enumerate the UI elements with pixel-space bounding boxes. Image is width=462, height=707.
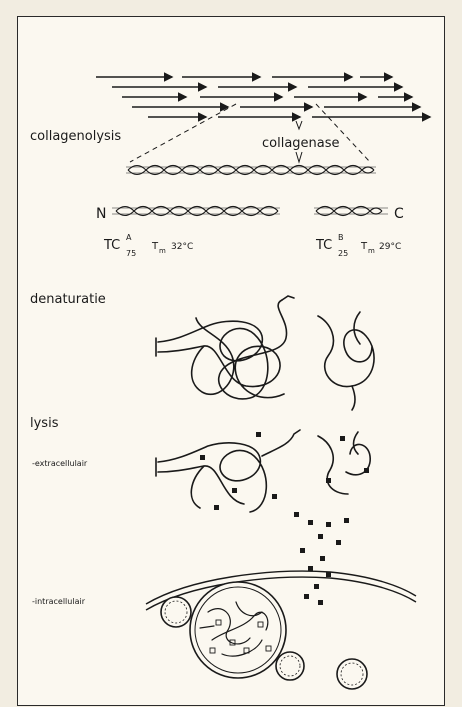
tca-tm: T <box>151 241 159 252</box>
tcb-tm: T <box>360 241 368 252</box>
lysosome-right <box>337 659 367 689</box>
tca-sup: A <box>126 233 132 242</box>
label-extracellulair: -extracellulair <box>32 459 88 468</box>
lysed-chains-a <box>156 430 300 512</box>
fragment-a-label: TC A 75 T m 32°C <box>103 233 193 258</box>
tca-main: TC <box>103 238 120 253</box>
tca-tm-sub: m <box>159 247 166 255</box>
lysed-chains-b <box>318 432 370 494</box>
lysosome-mid <box>276 652 304 680</box>
label-collagenase: collagenase <box>262 136 340 151</box>
tca-temp: 32°C <box>171 242 193 252</box>
label-lysis: lysis <box>30 416 59 431</box>
cleavage-site-marker <box>296 121 302 129</box>
helix-fragment-b <box>314 207 388 216</box>
tcb-temp: 29°C <box>379 242 401 252</box>
tcb-sub: 25 <box>338 249 348 258</box>
helix-fragment-a <box>112 207 280 216</box>
tcb-main: TC <box>315 238 332 253</box>
denatured-chains-b <box>318 312 374 410</box>
n-terminus-label: N <box>96 206 106 222</box>
label-collagenolysis: collagenolysis <box>30 129 121 144</box>
zoom-lines <box>130 104 370 162</box>
tcb-sup: B <box>338 233 344 242</box>
label-denaturatie: denaturatie <box>30 292 106 307</box>
triple-helix-intact <box>126 166 376 175</box>
c-terminus-label: C <box>394 206 404 222</box>
collagen-fibril <box>96 77 430 117</box>
phagolysosome <box>190 582 286 678</box>
collagenase-arrow <box>296 152 302 162</box>
lysosome-left <box>161 597 191 627</box>
denatured-chains-a <box>156 296 294 399</box>
fragment-b-label: TC B 25 T m 29°C <box>315 233 401 258</box>
tcb-tm-sub: m <box>368 247 375 255</box>
label-intracellulair: -intracellulair <box>32 597 86 606</box>
tca-sub: 75 <box>126 249 136 258</box>
